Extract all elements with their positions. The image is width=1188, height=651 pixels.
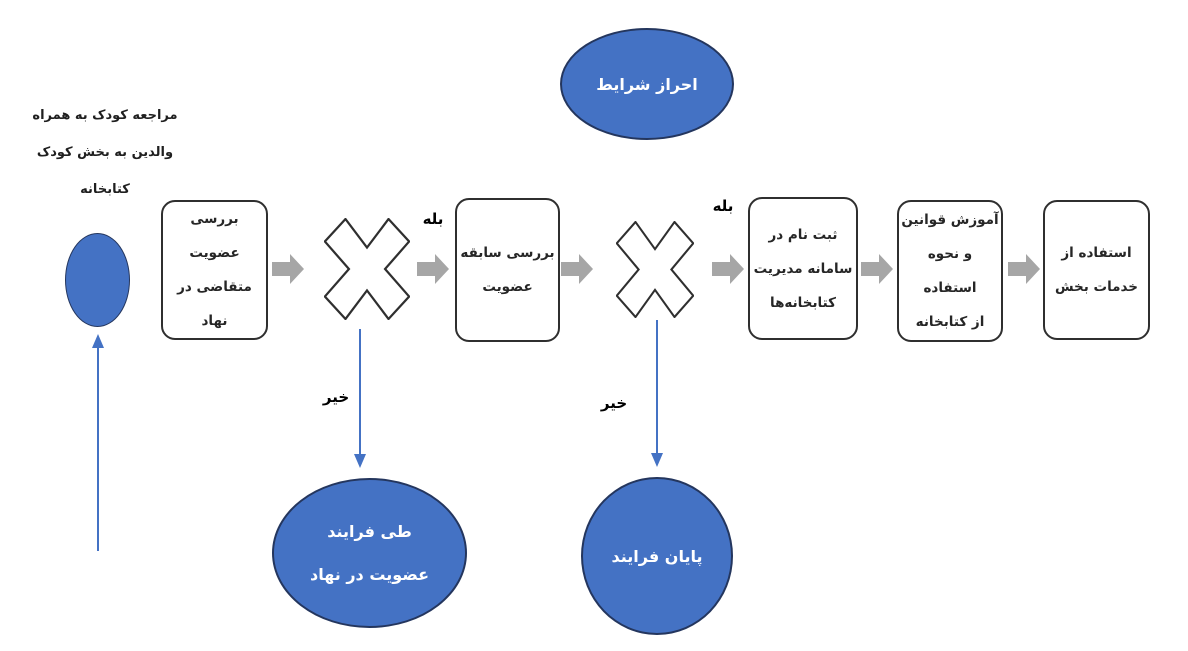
- decision-x-icon-2: [616, 221, 694, 318]
- arrow-right-icon: [272, 254, 304, 284]
- yes-label-2: بله: [712, 197, 734, 215]
- arrow-up-icon: [92, 334, 104, 551]
- yes-label-1: بله: [422, 210, 444, 228]
- process-box-check-applicant-membership: بررسی عضویت متقاضی در نهاد: [161, 200, 268, 340]
- arrow-down-icon: [354, 329, 366, 468]
- arrow-right-icon: [712, 254, 744, 284]
- no-label-1: خیر: [322, 388, 350, 406]
- arrow-right-icon: [861, 254, 893, 284]
- terminal-ellipse-end: پایان فرایند: [581, 477, 733, 635]
- terminal-ellipse-membership-process: طی فرایند عضویت در نهاد: [272, 478, 467, 628]
- no-label-2: خیر: [600, 394, 628, 412]
- process-box-label: ثبت نام در سامانه مدیریت کتابخانه‌ها: [753, 226, 853, 311]
- process-box-label: بررسی سابقه عضویت: [460, 245, 555, 295]
- eligibility-ellipse: احراز شرایط: [560, 28, 734, 140]
- process-box-label: استفاده از خدمات بخش: [1054, 245, 1139, 295]
- start-ellipse: [65, 233, 130, 327]
- process-box-check-membership-history: بررسی سابقه عضویت: [455, 198, 560, 342]
- eligibility-ellipse-label: احراز شرایط: [596, 74, 698, 94]
- process-box-teach-rules: آموزش قوانین و نحوه استفاده از کتابخانه: [897, 200, 1003, 342]
- terminal-label: پایان فرایند: [611, 546, 703, 566]
- arrow-right-icon: [417, 254, 449, 284]
- arrow-down-icon: [651, 320, 663, 467]
- start-note: مراجعه کودک به همراه والدین به بخش کودک …: [32, 108, 178, 197]
- arrow-right-icon: [1008, 254, 1040, 284]
- process-box-use-services: استفاده از خدمات بخش: [1043, 200, 1150, 340]
- process-box-register-in-system: ثبت نام در سامانه مدیریت کتابخانه‌ها: [748, 197, 858, 340]
- decision-x-icon-1: [324, 218, 410, 320]
- arrow-right-icon: [561, 254, 593, 284]
- process-box-label: آموزش قوانین و نحوه استفاده از کتابخانه: [901, 212, 999, 330]
- terminal-label: طی فرایند عضویت در نهاد: [309, 522, 430, 584]
- process-box-label: بررسی عضویت متقاضی در نهاد: [177, 211, 252, 329]
